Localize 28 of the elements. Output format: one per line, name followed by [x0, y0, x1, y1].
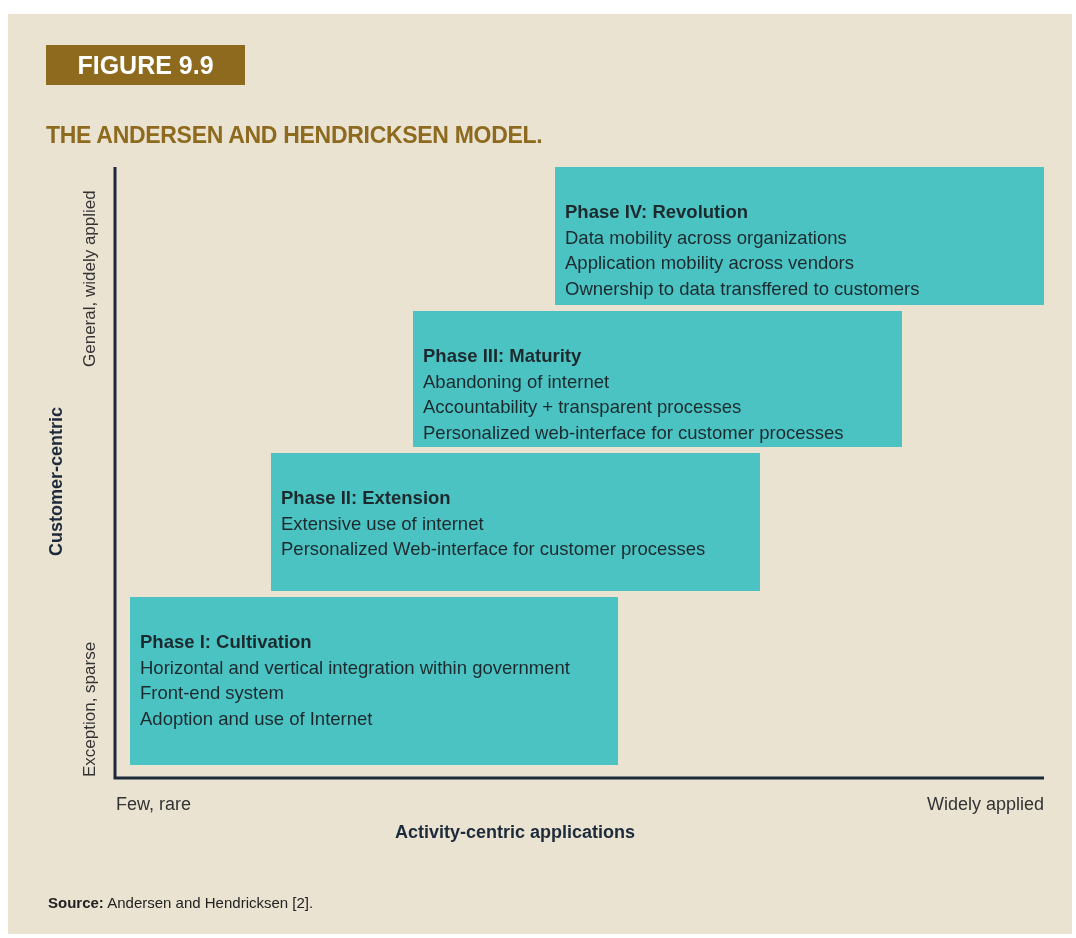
- phase-item: Personalized Web-interface for customer processes: [281, 537, 707, 561]
- axis-tick-label: Few, rare: [116, 794, 192, 815]
- phase-box: [552, 164, 1047, 308]
- phase-item: Horizontal and vertical integration within government: [140, 655, 571, 680]
- figure-title: THE ANDERSEN AND HENDRICKSEN MODEL.: [46, 122, 543, 149]
- phase-item: Abandoning of internet: [423, 369, 611, 394]
- axis-tick-label: Widely applied: [925, 794, 1044, 815]
- phase-item: Accountability + transparent processes: [423, 395, 743, 419]
- figure-number: FIGURE 9.9: [46, 45, 245, 85]
- phase-box: [127, 594, 621, 768]
- phase-item: Extensive use of internet: [281, 511, 485, 536]
- axis-title: Activity-centric applications: [393, 822, 637, 843]
- phase-item: Ownership to data transffered to customers: [565, 276, 921, 301]
- axis-tick-label: General, widely applied: [80, 189, 100, 370]
- phase-heading: Phase IV: Revolution: [565, 200, 749, 224]
- axis-tick-label: Exception, sparse: [80, 640, 100, 779]
- source-note: Source: Andersen and Hendricksen [2].: [48, 894, 314, 911]
- phase-heading: Phase III: Maturity: [423, 344, 583, 368]
- phase-item: Front-end system: [140, 681, 285, 705]
- phase-heading: Phase II: Extension: [281, 486, 452, 510]
- phase-item: Data mobility across organizations: [565, 225, 848, 250]
- axis-title: Customer-centric: [46, 406, 67, 559]
- phase-box: [268, 450, 763, 594]
- phase-item: Personalized web-interface for customer processes: [423, 420, 845, 445]
- phase-box: [410, 308, 905, 450]
- phase-item: Application mobility across vendors: [565, 251, 855, 275]
- phase-heading: Phase I: Cultivation: [140, 630, 313, 654]
- phase-item: Adoption and use of Internet: [140, 706, 374, 731]
